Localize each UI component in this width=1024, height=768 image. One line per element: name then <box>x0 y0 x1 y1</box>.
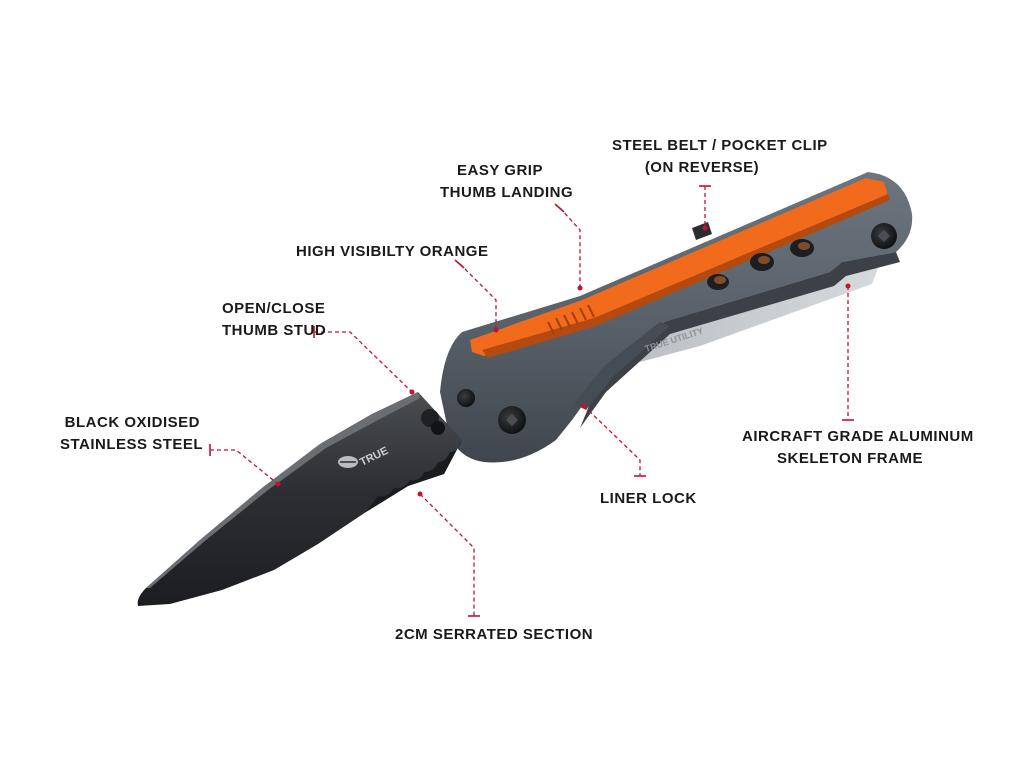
label-pocket-clip: STEEL BELT / POCKET CLIP (ON REVERSE) <box>612 135 828 179</box>
leader-serrated <box>419 493 475 616</box>
label-pocket-clip-line1: STEEL BELT / POCKET CLIP <box>612 137 828 154</box>
label-serrated-section-line1: 2CM SERRATED SECTION <box>395 626 594 643</box>
label-thumb-stud-line2: THUMB STUD <box>222 322 327 339</box>
leader-lines <box>210 186 849 616</box>
label-thumb-landing-line1: EASY GRIP <box>457 162 543 179</box>
label-high-visibility-orange-line1: HIGH VISIBILTY ORANGE <box>296 243 489 260</box>
orange-stripe <box>470 178 888 356</box>
label-serrated-section: 2CM SERRATED SECTION <box>395 624 593 646</box>
label-high-visibility-orange: HIGH VISIBILTY ORANGE <box>296 241 488 263</box>
blade <box>137 392 462 606</box>
thumb-ridges <box>547 304 595 335</box>
label-skeleton-frame-line1: AIRCRAFT GRADE ALUMINUM <box>742 428 974 445</box>
leader-orange <box>459 263 497 330</box>
label-liner-lock: LINER LOCK <box>600 488 697 510</box>
orange-stripe-edge <box>482 194 890 358</box>
label-skeleton-frame: AIRCRAFT GRADE ALUMINUM SKELETON FRAME <box>742 426 974 470</box>
handle-edge <box>580 252 900 428</box>
leader-dots <box>275 225 851 497</box>
label-skeleton-frame-line2: SKELETON FRAME <box>777 450 923 467</box>
label-thumb-landing: EASY GRIP THUMB LANDING <box>440 160 574 204</box>
leader-steel <box>210 449 279 485</box>
leader-grip <box>559 207 581 288</box>
label-thumb-stud: OPEN/CLOSE THUMB STUD <box>222 298 326 342</box>
pocket-clip <box>692 222 712 240</box>
label-stainless-steel-line2: STAINLESS STEEL <box>60 436 204 453</box>
liner-lock-cutout <box>574 322 670 410</box>
label-liner-lock-line1: LINER LOCK <box>600 490 697 507</box>
label-stainless-steel-line1: BLACK OXIDISED <box>64 414 200 431</box>
label-thumb-stud-line1: OPEN/CLOSE <box>222 300 326 317</box>
serrated-section <box>366 440 462 512</box>
handle-screw <box>457 389 475 407</box>
label-stainless-steel: BLACK OXIDISED STAINLESS STEEL <box>60 412 204 456</box>
leader-stud <box>314 331 413 393</box>
label-pocket-clip-line2: (ON REVERSE) <box>644 159 760 176</box>
leader-ticks <box>209 185 854 617</box>
leader-liner <box>583 405 641 476</box>
blade-logo-mark <box>338 456 358 468</box>
label-thumb-landing-line2: THUMB LANDING <box>440 184 574 201</box>
